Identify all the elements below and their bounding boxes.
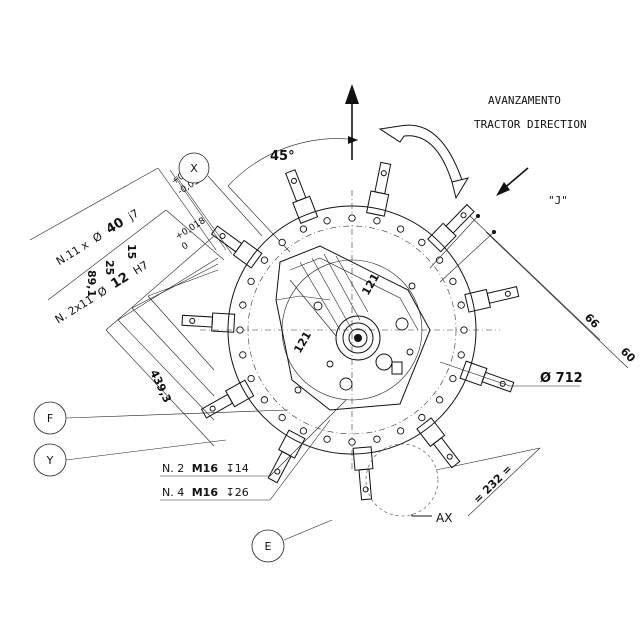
section-label: AX [436,511,452,525]
bolt-hole [299,225,308,233]
svg-text:Y: Y [46,454,54,467]
bore-tol-lower: 0 [180,241,190,253]
rotation-arrow-icon [378,124,470,200]
angle-121-b: 121 [291,329,314,355]
rotor-disc [200,190,500,470]
view-arrow-icon [496,167,529,196]
diameter-label: Ø 712 [540,371,583,386]
balloon-f: F [33,401,289,435]
bolt-hole [260,256,269,264]
svg-text:E: E [265,540,272,553]
bolt-hole [435,396,444,404]
shaft-dia: 40 [104,215,127,237]
dim-60: 60 [618,345,638,365]
svg-text:N. 2x11 Ø 12: N. 2x11 Ø 12 H7 [52,258,151,328]
dim-66: 66 [582,311,602,331]
svg-text:N.11 x Ø 40: N.11 x Ø 40 j7 [53,206,142,269]
bore-symbol: Ø [95,284,110,300]
bolt-hole [396,225,405,233]
bolt-hole [457,351,465,359]
angle-dimension: 45° [227,136,359,253]
bolt-hole [449,374,457,383]
tine [352,446,374,501]
thread-notes: N. 2 M16 ↧14 N. 4 M16 ↧26 [160,399,347,501]
thread-note-1: N. 2 M16 ↧14 [162,462,249,475]
tine [181,312,236,333]
right-dimensions: 66 60 [429,214,638,369]
bolt-hole [247,374,255,383]
shaft-fit: j7 [125,207,141,224]
balloon-y: Y [33,439,227,477]
direction-label-en: TRACTOR DIRECTION [474,118,587,131]
bolt-hole [247,277,255,286]
section-detail: AX [365,443,452,525]
diameter-dimension: Ø 712 [439,361,583,387]
bolt-hole [457,301,465,309]
gearbox-body [275,245,431,411]
shaft-count: N.11 x [54,238,92,268]
svg-text:F: F [47,412,53,425]
tine [210,225,263,269]
tine [200,379,255,419]
svg-text:X: X [190,162,198,175]
shaft-symbol: Ø [90,229,105,245]
bolt-hole [460,326,468,334]
plate-features [294,282,416,394]
bolt-hole [236,326,244,334]
dim-439: 439,3 [147,368,173,405]
dim-25: 25 [103,260,116,275]
bolt-hole [239,301,247,309]
bolt-hole [373,217,381,225]
angle-label: 45° [270,149,295,164]
bolt-hole [323,435,331,443]
direction-arrow-icon [345,84,359,160]
bolt-hole [278,413,286,422]
bore-fit: H7 [131,258,151,277]
bolt-hole-ring [236,214,468,446]
view-label: "J" [548,194,568,207]
bolt-hole [449,277,457,286]
tine-set [181,161,520,501]
dim-89: 89,1 [85,270,98,297]
tine [267,429,306,484]
tine [366,161,392,217]
bolt-hole [435,256,444,264]
hub [335,315,381,361]
bolt-hole [418,238,426,247]
bolt-hole [260,396,269,404]
dim-232: = 232 = [471,462,515,506]
tine [464,286,520,313]
dim-15: 15 [125,244,138,259]
bolt-hole [239,351,247,359]
tine [285,169,319,224]
bolt-hole [299,427,308,435]
bolt-hole [323,217,331,225]
bolt-hole [278,238,286,247]
bolt-hole [348,214,356,222]
spec-leaders [29,167,233,301]
left-dimensions: 439,3 89,1 25 15 [85,235,219,447]
bore-spec: N. 2x11 Ø 12 H7 +0,018 0 [52,216,208,328]
bolt-hole [373,435,381,443]
direction-label-it: AVANZAMENTO [488,94,561,107]
balloon-x: X [178,152,263,237]
thread-note-2: N. 4 M16 ↧26 [162,486,249,499]
bore-tol-upper: +0,018 [174,216,208,242]
balloon-e: E [251,519,333,563]
bolt-hole [348,438,356,446]
bolt-hole [396,427,405,435]
tine [416,417,461,469]
tine [427,203,475,253]
bolt-hole [418,413,426,422]
bore-count: N. 2x11 [53,293,96,327]
